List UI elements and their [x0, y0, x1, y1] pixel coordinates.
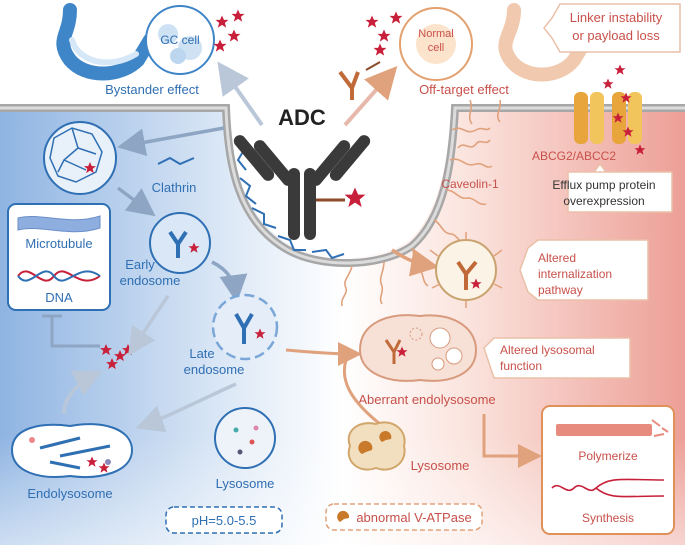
lysosomal-line-2: function: [500, 359, 542, 373]
efflux-pump-box: Efflux pump protein overexpression: [552, 162, 673, 213]
internalization-line-2: internalization: [538, 267, 612, 281]
late-endosome-label-2: endosome: [184, 362, 245, 377]
clathrin-vesicle: [43, 121, 117, 195]
linker-instability-box: Linker instability or payload loss: [543, 3, 681, 53]
caveolin-icon: [457, 139, 491, 149]
lysosome-right-label: Lysosome: [411, 458, 470, 473]
adc-antibody: [233, 135, 371, 240]
early-endosome-label-2: endosome: [120, 273, 181, 288]
late-endosome: [211, 293, 279, 361]
dna-label: DNA: [45, 290, 73, 305]
lysosome-left: [214, 407, 276, 469]
linker-line-2: or payload loss: [572, 28, 660, 43]
altered-internalization-box: Altered internalization pathway: [519, 239, 649, 301]
lysosome-right: [347, 421, 406, 471]
ph-label-box: pH=5.0-5.5: [165, 506, 283, 534]
abcg2-label: ABCG2/ABCC2: [532, 149, 616, 163]
endolysosome: [10, 423, 134, 478]
polymerize-label: Polymerize: [578, 449, 638, 463]
altered-internalization-vesicle: [429, 232, 503, 308]
gc-cell: GC cell: [145, 5, 215, 75]
clathrin-label: Clathrin: [152, 180, 197, 195]
linker-line-1: Linker instability: [570, 10, 663, 25]
payload-stars-bystander: [213, 9, 245, 52]
caveolin-fibers: [340, 99, 502, 307]
abcg2-efflux-pump: [574, 64, 646, 155]
efflux-line-2: overexpression: [563, 194, 644, 208]
gc-cell-label: GC cell: [160, 33, 199, 47]
vatpase-box: abnormal V-ATPase: [325, 503, 483, 531]
internalization-line-1: Altered: [538, 251, 576, 265]
adc-title: ADC: [278, 105, 326, 130]
ph-label: pH=5.0-5.5: [192, 513, 257, 528]
vatpase-label: abnormal V-ATPase: [356, 510, 471, 525]
stomach-right-icon: [498, 3, 593, 82]
payload-stars-offtarget: [365, 11, 403, 56]
lysosomal-line-1: Altered lysosomal: [500, 343, 595, 357]
microtubule-label: Microtubule: [25, 236, 92, 251]
endolysosome-label: Endolysosome: [27, 486, 112, 501]
bystander-effect-label: Bystander effect: [105, 82, 199, 97]
clathrin-icon: [157, 156, 195, 166]
synthesis-label: Synthesis: [582, 511, 634, 525]
stomach-left-icon: [56, 3, 157, 81]
internalization-line-3: pathway: [538, 283, 583, 297]
altered-lysosomal-box: Altered lysosomal function: [483, 337, 631, 379]
early-endosome-label-1: Early: [125, 257, 155, 272]
early-endosome: [149, 212, 211, 274]
free-antibody-top: [338, 61, 381, 100]
polymerize-synthesis-box: Polymerize Synthesis: [541, 405, 675, 535]
caveolin-label: Caveolin-1: [441, 177, 499, 191]
aberrant-endolysosome: [358, 314, 478, 382]
off-target-effect-label: Off-target effect: [419, 82, 509, 97]
aberrant-endolysosome-label: Aberrant endolysosome: [358, 392, 495, 407]
efflux-line-1: Efflux pump protein: [552, 178, 655, 192]
late-endosome-label-1: Late: [189, 346, 214, 361]
lysosome-left-label: Lysosome: [216, 476, 275, 491]
microtubule-dna-box: Microtubule DNA: [7, 203, 111, 311]
inhibition-line: [50, 316, 100, 348]
